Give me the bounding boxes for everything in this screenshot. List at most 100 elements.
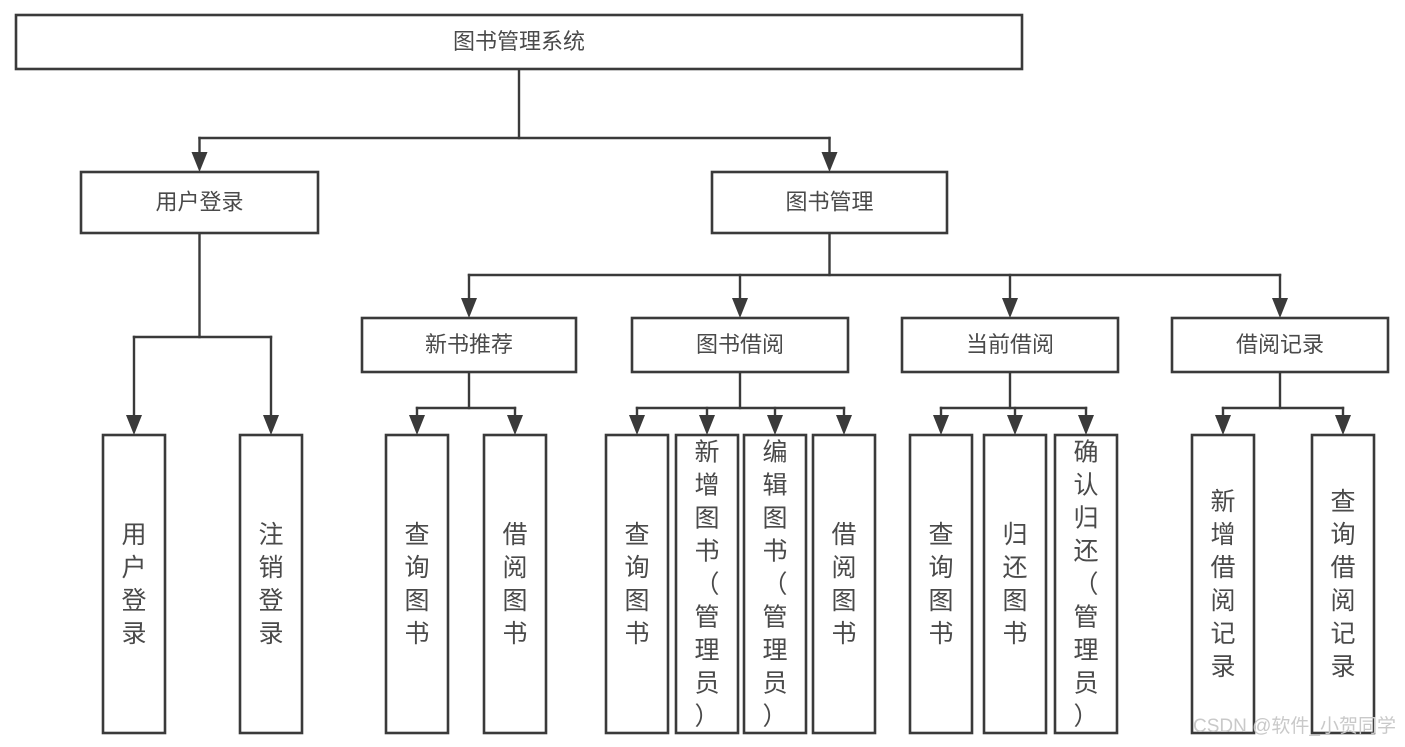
l3-book-borrow-box[interactable] [630,316,850,374]
leaf-leaf-borrow-book-recommend-label-char: 图 [502,587,527,615]
l3-new-book-recommend-box[interactable] [360,316,578,374]
leaf-leaf-add-borrow-record-label-char: 录 [1210,653,1235,681]
l2-user-login-box[interactable] [79,170,320,235]
l3-book-borrow-label: 图书借阅 [696,332,784,357]
l3-new-book-recommend-branch-1-arrowhead-icon [507,415,523,435]
leaf-leaf-query-borrow-record-box[interactable] [1310,433,1376,735]
l3-borrow-record-box[interactable] [1170,316,1390,374]
leaf-leaf-query-borrow-record-label-char: 查 [1330,488,1355,516]
l3-current-borrow-node[interactable]: 当前借阅 [900,316,1120,374]
leaf-leaf-query-book-borrow-label-char: 查 [624,521,649,549]
leaf-leaf-add-borrow-record-box[interactable] [1190,433,1256,735]
root-root-node[interactable]: 图书管理系统 [14,13,1024,71]
l2-user-login-label: 用户登录 [155,189,243,214]
leaf-leaf-user-login-label-char: 登 [121,587,146,615]
leaf-leaf-user-login-box[interactable] [101,433,167,735]
leaf-leaf-query-book-recommend-box[interactable] [384,433,450,735]
leaf-leaf-query-book-borrow-label-char: 图 [624,587,649,615]
connectors-layer [126,67,1351,435]
l3-borrow-record-node[interactable]: 借阅记录 [1170,316,1390,374]
leaf-leaf-add-borrow-record-label-char: 借 [1210,554,1235,582]
leaf-leaf-query-book-recommend-label-char: 询 [404,554,429,582]
leaf-leaf-confirm-return-admin-label-char: 认 [1073,472,1098,500]
user-login-branch-0-arrowhead-icon [126,415,142,435]
leaf-leaf-edit-book-admin-box[interactable] [742,433,808,735]
leaf-leaf-edit-book-admin-label-char: 图 [762,505,787,533]
book-management-branch-0-arrowhead-icon [461,298,477,318]
leaf-leaf-user-logout-box[interactable] [238,433,304,735]
leaf-leaf-query-book-current-label-char: 书 [928,620,953,648]
leaf-leaf-add-book-admin-label-char: 员 [694,670,719,698]
leaf-leaf-query-borrow-record-label-char: 阅 [1330,587,1355,615]
l2-book-management-box[interactable] [710,170,949,235]
l3-new-book-recommend-node[interactable]: 新书推荐 [360,316,578,374]
leaf-leaf-return-book-label-char: 图 [1002,587,1027,615]
leaf-leaf-confirm-return-admin-label-char: 还 [1073,538,1098,566]
root-root-box[interactable] [14,13,1024,71]
leaf-leaf-query-book-current-label-char: 查 [928,521,953,549]
leaf-leaf-query-book-borrow-box[interactable] [604,433,670,735]
leaf-leaf-add-book-admin-label-char: 图 [694,505,719,533]
leaf-leaf-edit-book-admin-label-char: 编 [762,439,787,467]
l3-current-borrow-branch-2-arrowhead-icon [1078,415,1094,435]
leaf-leaf-borrow-book-recommend-label-char: 阅 [502,554,527,582]
leaf-leaf-return-book-label-char: 还 [1002,554,1027,582]
leaf-leaf-user-login-label-char: 用 [121,521,146,549]
leaf-leaf-query-borrow-record-label-char: 录 [1330,653,1355,681]
root-branch-1-arrowhead-icon [821,152,838,172]
leaf-leaf-borrow-book-recommend-label-char: 借 [502,521,527,549]
leaf-leaf-edit-book-admin-label-char: 书 [762,538,787,566]
l3-current-borrow-branch-1-arrowhead-icon [1007,415,1023,435]
leaf-leaf-query-book-current-label-char: 询 [928,554,953,582]
leaf-leaf-query-book-recommend-label-char: 图 [404,587,429,615]
leaf-leaf-add-book-admin-label-char: 书 [694,538,719,566]
leaf-leaf-add-book-admin-label-char: 新 [694,439,719,467]
leaf-leaf-add-borrow-record-label-char: 新 [1210,488,1235,516]
leaf-leaf-return-book-label-char: 归 [1002,521,1027,549]
leaf-leaf-add-book-admin-label-char: 管 [694,604,719,632]
leaf-leaf-borrow-book-recommend-label-char: 书 [502,620,527,648]
leaf-leaf-return-book-box[interactable] [982,433,1048,735]
l3-current-borrow-box[interactable] [900,316,1120,374]
leaf-leaf-add-book-admin-box[interactable] [674,433,740,735]
leaf-leaf-edit-book-admin-label-char: ） [762,703,787,731]
leaf-leaf-query-borrow-record-label-char: 记 [1330,620,1355,648]
leaf-leaf-user-login-node[interactable]: 用户登录 [101,433,167,735]
leaf-leaf-edit-book-admin-label-char: 辑 [762,472,787,500]
leaf-leaf-query-book-borrow-label-char: 书 [624,620,649,648]
book-management-branch-3-arrowhead-icon [1272,298,1288,318]
leaf-leaf-query-book-current-box[interactable] [908,433,974,735]
leaf-leaf-add-borrow-record-label-char: 增 [1210,521,1235,549]
leaf-leaf-add-borrow-record-label-char: 阅 [1210,587,1235,615]
l2-user-login-node[interactable]: 用户登录 [79,170,320,235]
book-management-branch-1-arrowhead-icon [732,298,748,318]
leaf-leaf-borrow-book-box[interactable] [811,433,877,735]
leaf-leaf-confirm-return-admin-label-char: 理 [1073,637,1098,665]
l2-book-management-node[interactable]: 图书管理 [710,170,949,235]
leaf-leaf-confirm-return-admin-label-char: （ [1073,571,1098,599]
leaf-leaf-edit-book-admin-label-char: （ [762,571,787,599]
l3-borrow-record-label: 借阅记录 [1236,332,1324,357]
root-branch-0-arrowhead-icon [191,152,208,172]
leaf-leaf-confirm-return-admin-label-char: 确 [1073,439,1098,467]
l3-current-borrow-label: 当前借阅 [966,332,1054,357]
leaf-leaf-confirm-return-admin-label-char: ） [1073,703,1098,731]
l3-book-borrow-branch-2-arrowhead-icon [767,415,783,435]
l3-book-borrow-node[interactable]: 图书借阅 [630,316,850,374]
leaf-leaf-confirm-return-admin-box[interactable] [1053,433,1119,735]
leaf-leaf-borrow-book-recommend-box[interactable] [482,433,548,735]
